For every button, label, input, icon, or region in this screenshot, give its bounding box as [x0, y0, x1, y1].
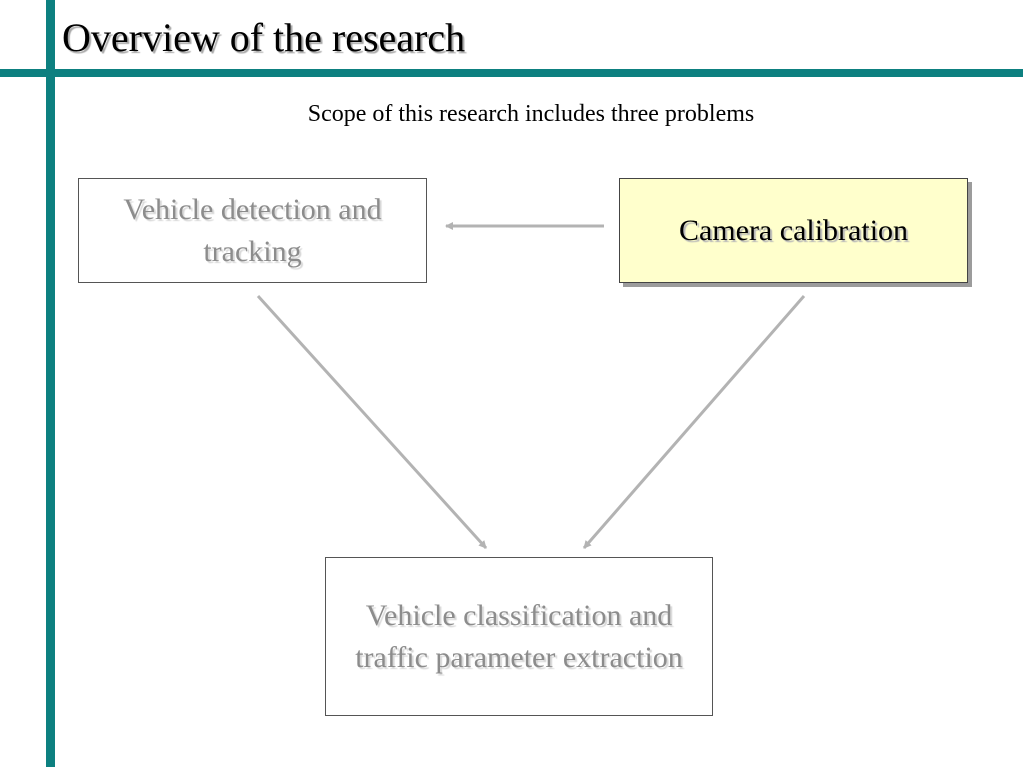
box-camera-calibration-label: Camera calibration: [678, 213, 909, 247]
slide-title: Overview of the research: [62, 15, 466, 60]
box-vehicle-classification-label: Vehicle classification and traffic param…: [355, 598, 683, 674]
accent-vertical-bar: [46, 0, 55, 767]
accent-horizontal-bar: [0, 69, 1023, 77]
box-vehicle-detection-label: Vehicle detection and tracking: [123, 192, 382, 268]
box-vehicle-detection: Vehicle detection and tracking: [78, 178, 427, 283]
arrow-calibration-to-classification: [582, 295, 806, 549]
box-vehicle-classification: Vehicle classification and traffic param…: [325, 557, 713, 716]
box-camera-calibration: Camera calibration: [619, 178, 968, 283]
arrow-detection-to-classification: [256, 294, 488, 550]
slide-subtitle: Scope of this research includes three pr…: [307, 101, 755, 127]
